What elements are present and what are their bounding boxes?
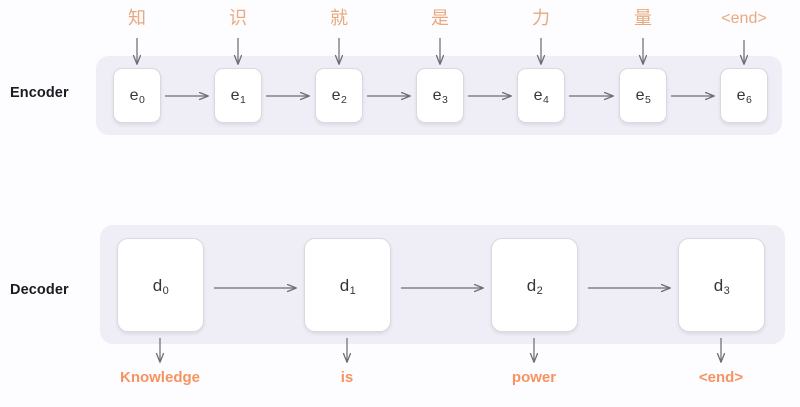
- encoder-cell-2: e2: [315, 68, 363, 123]
- encoder-input-token-2: 就: [330, 8, 348, 28]
- encoder-cell-5: e5: [619, 68, 667, 123]
- encoder-input-token-1: 识: [229, 8, 247, 28]
- encoder-cell-4: e4: [517, 68, 565, 123]
- cell-subscript: 2: [341, 93, 347, 106]
- cell-subscript: 6: [746, 93, 752, 106]
- encoder-cell-1: e1: [214, 68, 262, 123]
- encoder-cell-0: e0: [113, 68, 161, 123]
- encoder-cell-label-3: e3: [432, 86, 448, 106]
- encoder-cell-label-1: e1: [230, 86, 246, 106]
- cell-subscript: 5: [645, 93, 651, 106]
- decoder-cell-label-3: d3: [713, 275, 730, 297]
- decoder-cell-0: d0: [117, 238, 204, 332]
- encoder-cell-3: e3: [416, 68, 464, 123]
- encoder-cell-6: e6: [720, 68, 768, 123]
- decoder-output-token-2: power: [511, 369, 557, 386]
- decoder-output-token-1: is: [340, 369, 354, 386]
- cell-subscript: 2: [536, 284, 543, 297]
- encoder-row-label: Encoder: [10, 85, 69, 101]
- cell-subscript: 1: [240, 93, 246, 106]
- decoder-cell-label-2: d2: [526, 275, 543, 297]
- encoder-input-token-6: <end>: [721, 10, 767, 27]
- encoder-input-token-3: 是: [431, 8, 449, 28]
- decoder-output-token-3: <end>: [698, 369, 744, 386]
- decoder-cell-2: d2: [491, 238, 578, 332]
- cell-subscript: 1: [349, 284, 356, 297]
- decoder-cell-label-1: d1: [339, 275, 356, 297]
- encoder-input-token-0: 知: [128, 8, 146, 28]
- encoder-cell-label-6: e6: [736, 86, 752, 106]
- encoder-input-token-4: 力: [532, 8, 550, 28]
- decoder-cell-3: d3: [678, 238, 765, 332]
- cell-subscript: 0: [139, 93, 145, 106]
- cell-subscript: 3: [442, 93, 448, 106]
- encoder-cell-label-4: e4: [533, 86, 549, 106]
- cell-subscript: 4: [543, 93, 549, 106]
- encoder-cell-label-5: e5: [635, 86, 651, 106]
- cell-subscript: 3: [723, 284, 730, 297]
- encoder-input-token-5: 量: [634, 8, 652, 28]
- encoder-cell-label-2: e2: [331, 86, 347, 106]
- decoder-cell-label-0: d0: [152, 275, 169, 297]
- encoder-cell-label-0: e0: [129, 86, 145, 106]
- cell-subscript: 0: [162, 284, 169, 297]
- decoder-cell-1: d1: [304, 238, 391, 332]
- decoder-row-label: Decoder: [10, 282, 69, 298]
- decoder-output-token-0: Knowledge: [119, 369, 200, 386]
